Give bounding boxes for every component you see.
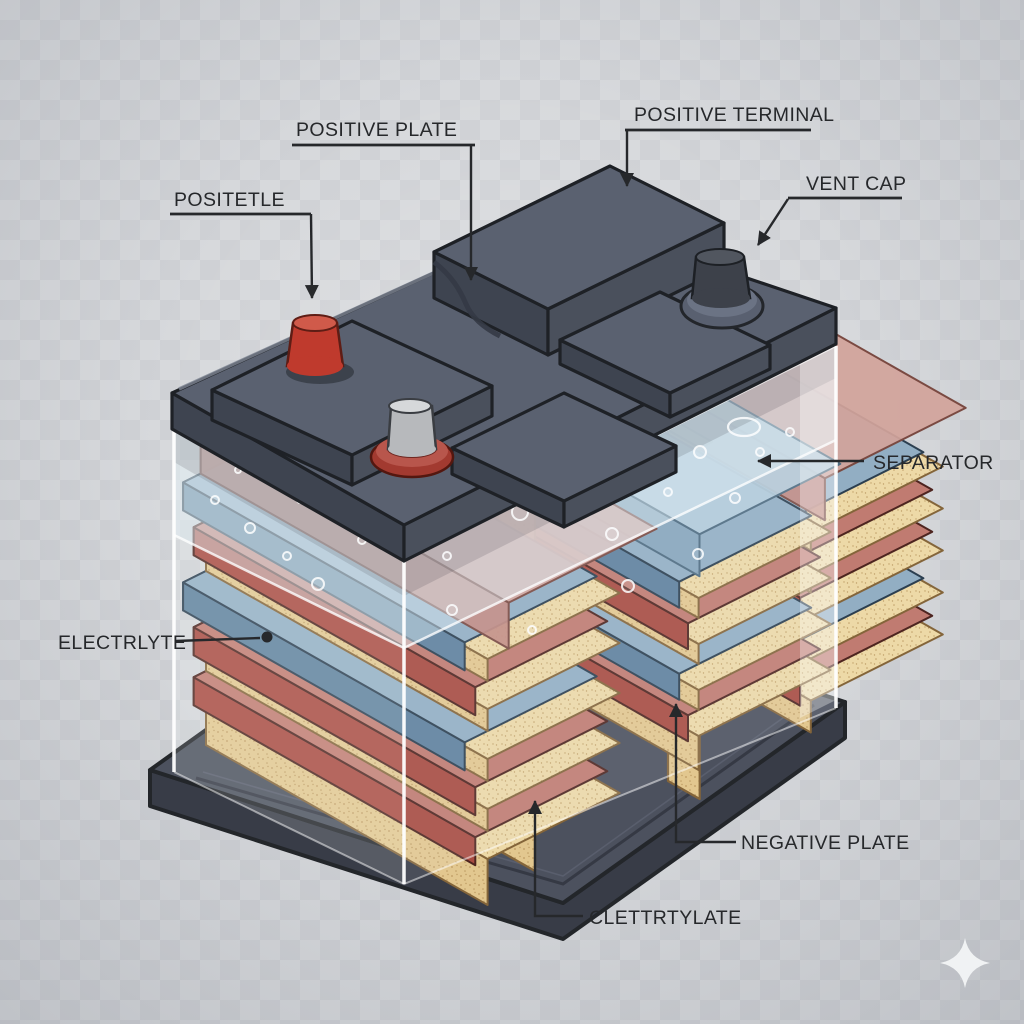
label-electrlyte: ELECTRLYTE: [58, 631, 273, 654]
bubble-large: [726, 416, 762, 438]
case-right-bright-band: [800, 346, 836, 718]
positive-terminal-top: [292, 314, 338, 332]
bubble: [663, 487, 673, 497]
positive-terminal-base: [287, 356, 343, 376]
positive-terminal: [285, 314, 354, 384]
label-separator-text: SEPARATOR: [873, 452, 994, 474]
label-electrlyte-leader: [175, 636, 261, 643]
label-positive-terminal: POSITIVE TERMINAL: [620, 104, 834, 187]
cover-pad-right: [558, 290, 772, 419]
battery-top-cover: [170, 164, 838, 563]
bubble: [729, 492, 741, 504]
bubble: [527, 625, 537, 635]
electrolyte-tint: [174, 346, 836, 648]
transparent-case: [172, 345, 838, 886]
bubble: [210, 495, 220, 505]
bubble: [621, 579, 635, 593]
bubble: [442, 551, 452, 561]
label-clettrtylate-text: CLETTRTYLATE: [589, 907, 742, 929]
negative-terminal: [369, 398, 455, 479]
vent-cap-base: [692, 288, 750, 308]
case-front-left-face: [174, 429, 404, 884]
cover-inner-shadow: [174, 346, 836, 596]
case-front-right-face: [404, 346, 836, 884]
negative-terminal-top: [388, 398, 432, 414]
bubble: [311, 577, 325, 591]
base-inner-lip: [195, 703, 815, 886]
bubble: [785, 427, 795, 437]
vent-cap: [679, 248, 765, 330]
bubble: [244, 522, 256, 534]
label-separator: SEPARATOR: [757, 452, 994, 474]
bubble: [693, 445, 707, 459]
label-negative-plate-text: NEGATIVE PLATE: [741, 832, 910, 854]
bubble: [605, 527, 619, 541]
labels: POSITETLE POSITIVE PLATE POSITIVE TERMIN…: [58, 104, 994, 929]
label-vent-cap-text: VENT CAP: [806, 173, 906, 195]
label-vent-cap: VENT CAP: [756, 173, 906, 246]
label-positive-plate-text: POSITIVE PLATE: [296, 119, 457, 141]
negative-terminal-base: [388, 441, 436, 457]
label-clettrtylate-leader: [528, 800, 583, 918]
label-electrlyte-text: ELECTRLYTE: [58, 632, 186, 654]
sparkle-icon: [940, 938, 990, 988]
label-positetle-text: POSITETLE: [174, 189, 285, 211]
label-negative-plate-leader: [669, 703, 736, 844]
label-positive-terminal-text: POSITIVE TERMINAL: [634, 104, 834, 126]
bubble: [446, 604, 458, 616]
cover-pad-center: [450, 391, 678, 529]
pad-right-top-face: [558, 290, 772, 395]
label-clettrtylate: CLETTRTYLATE: [528, 800, 742, 929]
cover-seam-groove: [432, 260, 502, 339]
bubble: [692, 548, 704, 560]
bubble: [282, 551, 292, 561]
label-positive-plate: POSITIVE PLATE: [292, 119, 478, 281]
cover-back-block: [432, 164, 726, 357]
label-electrlyte-dot: [261, 631, 273, 643]
label-negative-plate: NEGATIVE PLATE: [669, 703, 910, 854]
vent-cap-top: [695, 248, 745, 266]
back-block-top-face: [432, 164, 726, 311]
pad-center-top-face: [450, 391, 678, 503]
label-positetle-leader: [304, 213, 319, 299]
label-vent-cap-leader: [756, 198, 790, 246]
label-positetle: POSITETLE: [170, 189, 319, 299]
